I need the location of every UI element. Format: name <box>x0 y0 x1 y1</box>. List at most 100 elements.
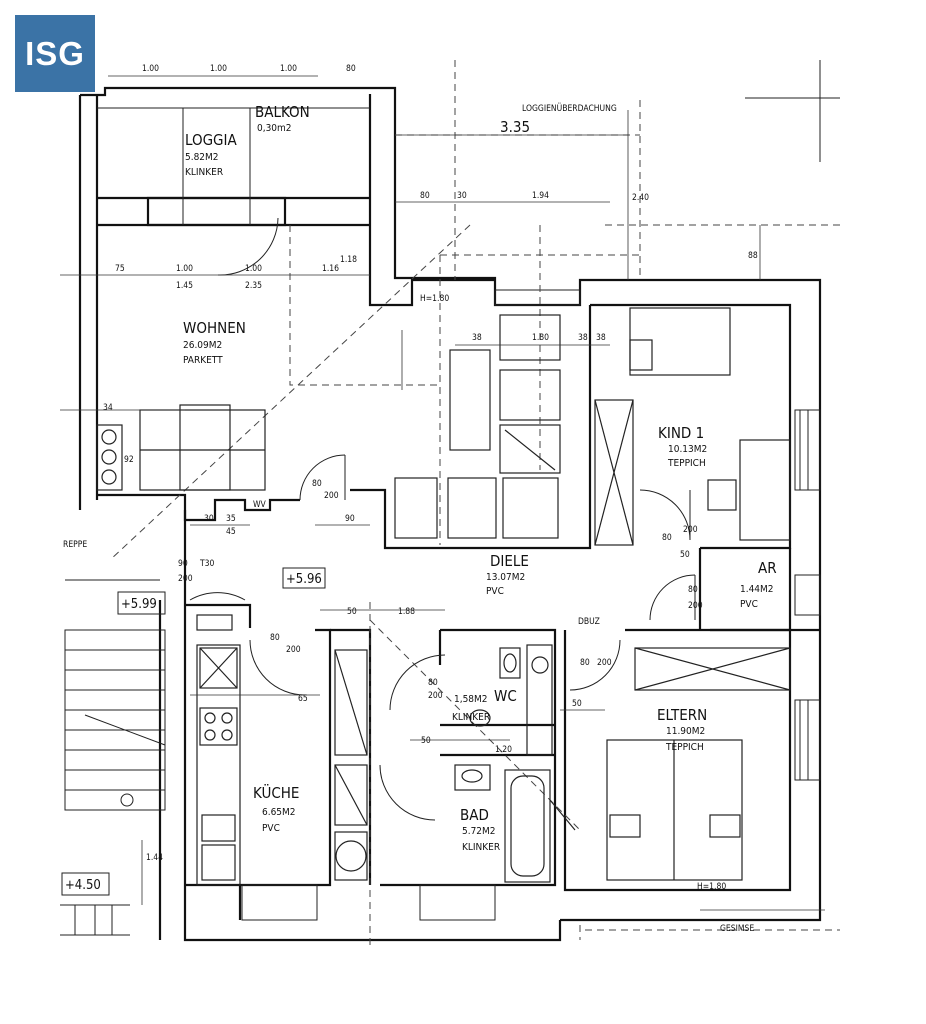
outer-walls <box>78 86 822 942</box>
wc-floor: KLINKER <box>452 712 490 723</box>
level-entry: +4.50 <box>65 878 101 893</box>
dim-65: 65 <box>298 694 308 704</box>
dim-144: 1.44 <box>146 853 163 863</box>
loggia-name: LOGGIA <box>185 131 237 149</box>
dim-118: 1.18 <box>340 255 357 265</box>
note-dbuz: DBUZ <box>578 617 600 627</box>
dim-38a: 38 <box>472 333 482 343</box>
kitchen-furniture <box>196 614 306 886</box>
dim-88: 88 <box>748 251 758 261</box>
loggia-area <box>97 107 370 276</box>
sofa-furniture <box>394 314 634 546</box>
dim-30a: 30 <box>457 191 467 201</box>
dim-35: 35 <box>226 514 236 524</box>
wohnen-furniture <box>96 404 346 501</box>
windows <box>241 289 821 921</box>
wohnen-floor: PARKETT <box>183 355 223 366</box>
dim-80b: 80 <box>312 479 322 489</box>
dim-194: 1.94 <box>532 191 549 201</box>
ar-floor: PVC <box>740 599 758 610</box>
dim-145: 1.45 <box>176 281 193 291</box>
eltern-name: ELTERN <box>657 706 707 724</box>
dim-188: 1.88 <box>398 607 415 617</box>
dim-30b: 30 <box>204 514 214 524</box>
diele-area: 13.07M2 <box>486 572 525 583</box>
dim-180: 1.80 <box>532 333 549 343</box>
dim-90: 90 <box>345 514 355 524</box>
kind1-floor: TEPPICH <box>667 458 706 469</box>
kueche-floor: PVC <box>262 823 280 834</box>
closet-furniture <box>334 649 368 881</box>
dim-50a: 50 <box>680 550 690 560</box>
balkon-name: BALKON <box>255 103 310 121</box>
staircase <box>60 579 246 936</box>
note-t30: T30 <box>199 559 215 569</box>
level-box-entry <box>61 872 110 896</box>
ar-door-swing <box>649 574 696 621</box>
dim-80f: 80 <box>428 678 438 688</box>
level-box-stair <box>117 591 166 615</box>
dim-240: 2.40 <box>632 193 649 203</box>
dim-45: 45 <box>226 527 236 537</box>
dim-80e: 80 <box>270 633 280 643</box>
eltern-area: 11.90M2 <box>666 726 705 737</box>
dim-top-3: 1.00 <box>280 64 297 74</box>
dim-200b: 200 <box>683 525 698 535</box>
level-stair: +5.99 <box>121 597 157 612</box>
dim-200g: 200 <box>597 658 612 668</box>
balkon-area: 0,30m2 <box>257 123 292 134</box>
isg-logo: ISG <box>15 15 95 92</box>
dim-200e: 200 <box>286 645 301 655</box>
level-diele: +5.96 <box>286 572 322 587</box>
dim-38b: 38 <box>578 333 588 343</box>
dim-100a: 1.00 <box>176 264 193 274</box>
level-box-diele <box>282 567 326 589</box>
dim-92: 92 <box>124 455 134 465</box>
loggia-floor: KLINKER <box>185 167 223 178</box>
note-wv: WV <box>253 500 267 510</box>
note-loggienueberdachung: LOGGIENÜBERDACHUNG <box>522 103 617 114</box>
diele-floor: PVC <box>486 586 504 597</box>
wc-area: 1,58M2 <box>454 694 488 705</box>
wohnen-name: WOHNEN <box>183 319 246 337</box>
dim-top-1: 1.00 <box>142 64 159 74</box>
dim-100b: 1.00 <box>245 264 262 274</box>
dim-200c: 200 <box>688 601 703 611</box>
dim-200d: 200 <box>178 574 193 584</box>
kind1-area: 10.13M2 <box>668 444 707 455</box>
ar-name: AR <box>758 559 777 577</box>
dim-top-2: 1.00 <box>210 64 227 74</box>
bad-name: BAD <box>460 806 489 824</box>
dim-50d: 50 <box>572 699 582 709</box>
dimension-lines <box>60 75 825 911</box>
dim-80c: 80 <box>662 533 672 543</box>
kueche-name: KÜCHE <box>253 783 299 802</box>
dim-200f: 200 <box>428 691 443 701</box>
wohnen-area: 26.09M2 <box>183 340 222 351</box>
dim-80a: 80 <box>420 191 430 201</box>
dim-116: 1.16 <box>322 264 339 274</box>
dim-90b: 90 <box>178 559 188 569</box>
bathroom-furniture <box>379 644 576 883</box>
loggia-area: 5.82M2 <box>185 152 219 163</box>
bad-floor: KLINKER <box>462 842 500 853</box>
dim-80g: 80 <box>580 658 590 668</box>
note-h180-window: H=1.80 <box>420 294 449 304</box>
dim-335: 3.35 <box>500 118 530 136</box>
eltern-furniture <box>569 639 791 881</box>
ar-area: 1.44M2 <box>740 584 774 595</box>
note-gesimse: GESIMSE <box>720 924 754 934</box>
dim-200a: 200 <box>324 491 339 501</box>
bad-area: 5.72M2 <box>462 826 496 837</box>
kueche-area: 6.65M2 <box>262 807 296 818</box>
note-treppe: REPPE <box>63 540 87 550</box>
dim-50c: 50 <box>421 736 431 746</box>
dim-38c: 38 <box>596 333 606 343</box>
diele-name: DIELE <box>490 552 529 570</box>
eltern-floor: TEPPICH <box>665 742 704 753</box>
dim-80d: 80 <box>688 585 698 595</box>
kind1-name: KIND 1 <box>658 424 704 442</box>
dim-75: 75 <box>115 264 125 274</box>
